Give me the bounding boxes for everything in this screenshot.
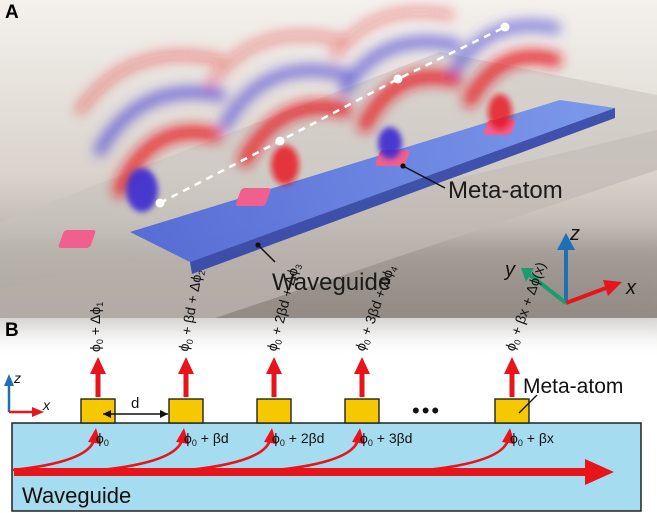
axes-3d: z y x [503,223,637,305]
coupling-arc-head [176,428,189,444]
meta-atom-3d [235,188,271,206]
guided-phase-label: ϕ0 + βx [510,430,554,448]
emitted-arrow-head [354,357,370,374]
near-field-spots [126,94,512,212]
x-axis-arrow [565,286,607,305]
coupling-arc [12,439,96,472]
meta-atom [168,398,204,424]
meta-atom [256,398,292,424]
guided-phase-label: ϕ0 + 3βd [360,430,412,448]
guided-phase-label: ϕ0 + βd [184,430,229,448]
x-axis-head [603,280,622,296]
emitted-phase-label: ϕ0 + Δϕ1 [87,302,105,352]
meta-atom-label-a: Meta-atom [448,177,563,204]
meta-atom [494,398,530,424]
x-axis-label-a: x [625,277,637,299]
z-axis-label-a: z [569,223,580,245]
x-axis-label-b: x [42,397,51,413]
coupling-arc [100,439,184,472]
coupling-arc [426,439,510,472]
phase-front-dashed-line [159,25,506,205]
waveguide-bar [130,100,615,262]
z-axis-label-b: z [13,370,21,386]
glass-slab-edge [0,130,657,318]
guided-mode-arrow-head [585,459,614,485]
spacing-label: d [131,395,139,412]
coupling-arc [188,439,272,472]
waveguide-bar-side [190,108,615,274]
meta-atom-label-b: Meta-atom [523,375,623,398]
panel-a-letter: A [5,2,19,23]
waveguide-label-b: Waveguide [22,483,131,508]
phase-front-markers [155,22,510,208]
z-axis-head [557,233,575,250]
meta-atom-leader-dot [400,163,406,169]
coupling-arc-head [352,428,365,444]
meta-atom-leader-line [402,165,446,189]
meta-atom [344,398,380,424]
emitted-arrow-head [266,357,282,374]
coupling-arc-head [88,428,101,444]
radiated-field [75,7,562,197]
ellipsis: ••• [412,398,441,423]
spacing-indicator: d [103,395,168,418]
guided-phase-label: ϕ0 [96,430,109,448]
waveguide-leader-dot [255,242,261,248]
guided-phase-label: ϕ0 + 2βd [272,430,324,448]
waveguide-label-a: Waveguide [272,269,391,296]
meta-atom-leader-line-b [518,394,538,414]
panel-b-letter: B [5,320,19,341]
coupling-arc-head [264,428,277,444]
emitted-arrow-head [504,357,520,374]
y-axis-head [521,268,534,282]
coupling-arc-head [502,428,515,444]
y-axis-arrow [528,273,568,305]
y-axis-label-a: y [503,259,516,281]
meta-atom-3d [58,230,96,248]
waveguide-leader-line [257,244,276,263]
axes-2d: z x [4,370,51,417]
emitted-arrow-head [90,357,106,374]
emitted-arrow-head [178,357,194,374]
panel-a: A Meta-atom Waveguide z y x [0,0,657,330]
coupling-arc [276,439,360,472]
